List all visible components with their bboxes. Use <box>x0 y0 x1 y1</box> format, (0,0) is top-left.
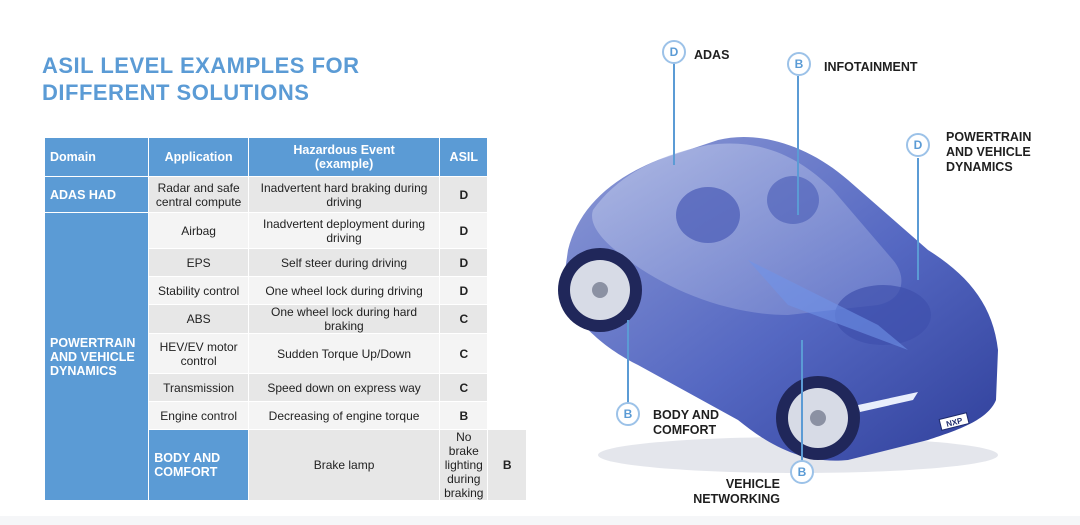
cell-asil: D <box>439 176 489 213</box>
table-row: BODY AND COMFORT Brake lamp No brake lig… <box>45 429 527 501</box>
header-application: Application <box>148 137 250 177</box>
networking-label-line-2: NETWORKING <box>693 492 780 506</box>
body-label: BODY AND COMFORT <box>653 408 719 438</box>
cell-hazard: Decreasing of engine torque <box>248 401 441 430</box>
asil-table: Domain Application Hazardous Event (exam… <box>43 137 527 501</box>
body-label-line-1: BODY AND <box>653 408 719 422</box>
infotainment-label: INFOTAINMENT <box>824 60 918 74</box>
header-domain: Domain <box>43 137 150 177</box>
cell-asil: B <box>439 401 489 430</box>
table-row: EPS Self steer during driving D <box>45 248 527 277</box>
infotainment-badge: B <box>787 52 811 76</box>
table-header-row: Domain Application Hazardous Event (exam… <box>43 137 527 177</box>
powertrain-label-line-3: DYNAMICS <box>946 160 1013 174</box>
cell-asil: C <box>439 373 489 402</box>
cell-hazard: Speed down on express way <box>248 373 441 402</box>
cell-hazard: Inadvertent hard braking during driving <box>248 176 441 213</box>
cell-hazard: Sudden Torque Up/Down <box>248 333 441 374</box>
table-row: POWERTRAIN AND VEHICLE DYNAMICS Airbag I… <box>43 212 527 501</box>
car-seat <box>676 187 740 243</box>
adas-badge: D <box>662 40 686 64</box>
cell-application: HEV/EV motor control <box>148 333 250 374</box>
networking-label: VEHICLE NETWORKING <box>684 477 780 507</box>
cell-asil: C <box>439 333 489 374</box>
car-seat <box>767 176 819 224</box>
rear-hub <box>592 282 608 298</box>
title-line-2: DIFFERENT SOLUTIONS <box>42 80 310 105</box>
cell-application: Transmission <box>148 373 250 402</box>
cell-hazard: Self steer during driving <box>248 248 441 277</box>
header-asil: ASIL <box>439 137 489 177</box>
powertrain-label: POWERTRAIN AND VEHICLE DYNAMICS <box>946 130 1031 175</box>
car-canopy <box>592 143 902 315</box>
cell-hazard: Inadvertent deployment during driving <box>248 212 441 249</box>
cell-application: Engine control <box>148 401 250 430</box>
powertrain-badge: D <box>906 133 930 157</box>
table-row: Stability control One wheel lock during … <box>45 276 527 305</box>
cell-hazard: One wheel lock during driving <box>248 276 441 305</box>
cell-application: Airbag <box>148 212 250 249</box>
car-illustration: NXP <box>558 136 998 473</box>
header-hazard-line-2: (example) <box>314 157 374 171</box>
cell-application: Brake lamp <box>248 429 441 501</box>
table-row: ADAS HAD Radar and safe central compute … <box>43 176 527 213</box>
domain-powertrain: POWERTRAIN AND VEHICLE DYNAMICS <box>43 212 150 501</box>
header-hazard-line-1: Hazardous Event <box>293 143 395 157</box>
domain-body: BODY AND COMFORT <box>148 429 250 501</box>
cell-asil: D <box>439 212 489 249</box>
cell-application: ABS <box>148 304 250 334</box>
table-row: Engine control Decreasing of engine torq… <box>45 401 527 430</box>
car-interior <box>748 260 908 350</box>
front-hub <box>810 410 826 426</box>
cell-application: EPS <box>148 248 250 277</box>
page-title: ASIL LEVEL EXAMPLES FOR DIFFERENT SOLUTI… <box>42 52 360 106</box>
table-row: Transmission Speed down on express way C <box>45 373 527 402</box>
cell-asil: D <box>439 276 489 305</box>
cell-application: Stability control <box>148 276 250 305</box>
cell-hazard: One wheel lock during hard braking <box>248 304 441 334</box>
powertrain-label-line-1: POWERTRAIN <box>946 130 1032 144</box>
headlight <box>858 392 918 412</box>
title-line-1: ASIL LEVEL EXAMPLES FOR <box>42 53 360 78</box>
networking-badge: B <box>790 460 814 484</box>
body-label-line-2: COMFORT <box>653 423 717 437</box>
table-row: HEV/EV motor control Sudden Torque Up/Do… <box>45 333 527 374</box>
license-plate <box>938 412 970 431</box>
plate-text: NXP <box>945 416 964 429</box>
footer-band <box>0 516 1080 525</box>
cell-asil: D <box>439 248 489 277</box>
table-row: ABS One wheel lock during hard braking C <box>45 304 527 334</box>
cell-application: Radar and safe central compute <box>148 176 250 213</box>
cell-hazard: No brake lighting during braking <box>439 429 489 501</box>
body-badge: B <box>616 402 640 426</box>
cell-asil: C <box>439 304 489 334</box>
domain-adas: ADAS HAD <box>43 176 150 213</box>
powertrain-label-line-2: AND VEHICLE <box>946 145 1031 159</box>
cell-asil: B <box>487 429 527 501</box>
adas-label: ADAS <box>694 48 730 62</box>
networking-label-line-1: VEHICLE <box>725 477 780 491</box>
header-hazard: Hazardous Event (example) <box>248 137 441 177</box>
